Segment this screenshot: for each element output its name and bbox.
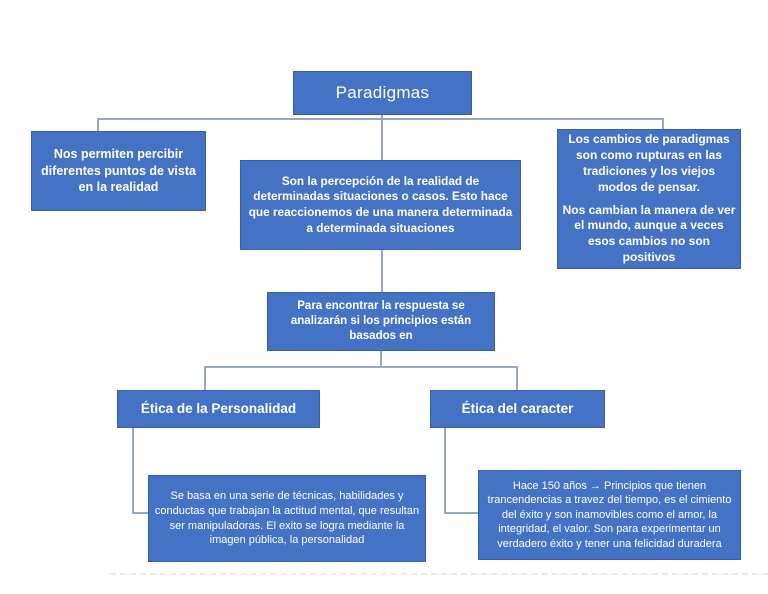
node-perception: Son la percepción de la realidad de dete… [240, 160, 521, 250]
node-perceive: Nos permiten percibir diferentes puntos … [31, 131, 206, 211]
connector-perception-to-question [381, 250, 383, 292]
node-question-label: Para encontrar la respuesta se analizará… [290, 299, 472, 343]
node-personality-desc: Se basa en una serie de técnicas, habili… [148, 475, 426, 562]
connector-character-hline [444, 512, 479, 514]
connector-question-to-personality [204, 366, 206, 391]
connector-question-stub [380, 351, 382, 368]
connector-personality-hline [132, 512, 149, 514]
page-bottom-edge [110, 573, 768, 575]
connector-question-to-character [516, 366, 518, 391]
node-character-desc-label: Hace 150 años → Principios que tienen tr… [487, 479, 732, 550]
connector-character-vline [444, 428, 446, 514]
node-perceive-label: Nos permiten percibir diferentes puntos … [41, 147, 196, 195]
node-character-desc: Hace 150 años → Principios que tienen tr… [478, 470, 741, 560]
node-changes-paragraph-2: Nos cambian la manera de ver el mundo, a… [562, 202, 736, 264]
node-ethics-character: Ética del caracter [430, 390, 605, 428]
node-personality-desc-label: Se basa en una serie de técnicas, habili… [154, 490, 420, 547]
node-paradigmas: Paradigmas [293, 71, 472, 115]
node-question: Para encontrar la respuesta se analizará… [267, 292, 495, 351]
connector-root-to-changes [662, 118, 664, 130]
connector-root-to-perceive [97, 118, 99, 132]
node-paradigmas-label: Paradigmas [335, 82, 430, 102]
node-ethics-personality-label: Ética de la Personalidad [140, 401, 297, 417]
connector-root-hline [97, 118, 664, 120]
connector-root-stub [381, 114, 383, 119]
connector-personality-vline [132, 428, 134, 514]
node-changes-paragraph-1: Los cambios de paradigmas son como ruptu… [568, 132, 730, 194]
node-changes: Los cambios de paradigmas son como ruptu… [557, 129, 741, 269]
connector-question-hline [204, 366, 518, 368]
node-ethics-personality: Ética de la Personalidad [117, 390, 320, 428]
node-perception-label: Son la percepción de la realidad de dete… [248, 173, 513, 235]
connector-root-to-perception [381, 118, 383, 161]
node-ethics-character-label: Ética del caracter [461, 401, 574, 417]
